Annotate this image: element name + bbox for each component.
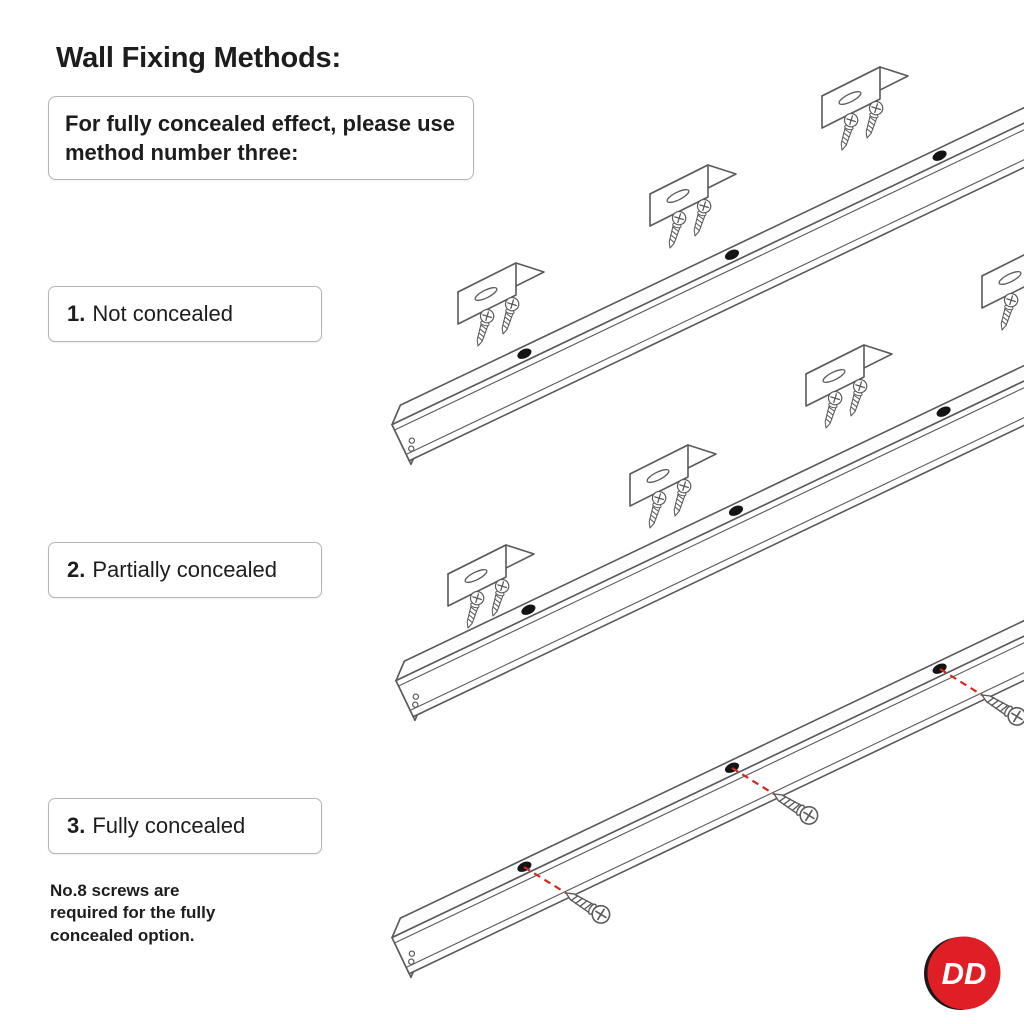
intro-note-text: For fully concealed effect, please use m… xyxy=(65,111,456,166)
l-bracket-icon xyxy=(650,165,736,250)
method-box-fully-concealed: 3. Fully concealed xyxy=(48,798,322,854)
method-box-partially-concealed: 2. Partially concealed xyxy=(48,542,322,598)
l-bracket-icon xyxy=(822,67,908,152)
red-dashed-guide xyxy=(939,668,983,696)
concealed-screw-assembly xyxy=(523,866,614,928)
page-title: Wall Fixing Methods: xyxy=(56,42,341,74)
method-label: Not concealed xyxy=(92,301,234,326)
method-label: Fully concealed xyxy=(92,813,246,838)
footnote-line: No.8 screws are xyxy=(50,881,180,900)
method-number: 2. xyxy=(67,557,86,582)
method-number: 1. xyxy=(67,301,86,326)
method-box-not-concealed: 1. Not concealed xyxy=(48,286,322,342)
concealed-screw-assembly xyxy=(939,668,1024,730)
intro-note-box: For fully concealed effect, please use m… xyxy=(48,96,474,181)
track-fully-concealed xyxy=(385,559,1024,979)
l-bracket-icon xyxy=(630,445,716,530)
footnote-line: required for the fully xyxy=(50,903,216,923)
concealed-screw-assembly xyxy=(731,767,822,829)
footnote: No.8 screws are required for the fully c… xyxy=(50,880,215,947)
l-bracket-icon xyxy=(806,345,892,430)
l-bracket-icon xyxy=(458,263,544,348)
footnote-line: concealed option. xyxy=(50,925,195,945)
red-dashed-guide xyxy=(731,767,775,795)
red-dashed-guide xyxy=(523,866,567,894)
method-label: Partially concealed xyxy=(92,557,278,582)
method-number: 3. xyxy=(67,813,86,838)
brand-logo: DD xyxy=(924,936,1001,1010)
track-rail-icon xyxy=(385,559,1024,979)
track-not-concealed xyxy=(385,46,1024,466)
l-bracket-icon xyxy=(982,247,1024,332)
logo-text: DD xyxy=(942,956,987,991)
track-rail-icon xyxy=(385,46,1024,466)
logo-circle xyxy=(927,936,1001,1010)
